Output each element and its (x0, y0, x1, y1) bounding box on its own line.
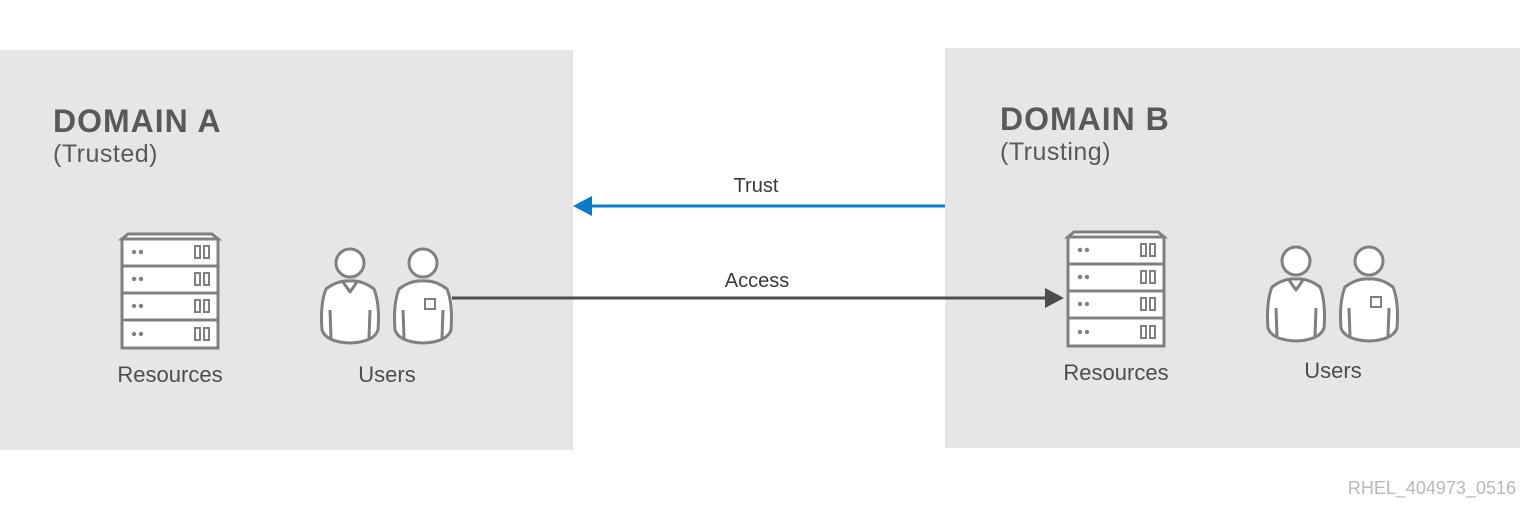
access-arrow (452, 288, 1064, 308)
domain-a-title: DOMAIN A (53, 103, 222, 139)
trust-arrow (573, 196, 945, 216)
domain-b-subtitle: (Trusting) (1000, 138, 1112, 166)
domain-b-users-label: Users (1304, 358, 1362, 383)
domain-b-resources-label: Resources (1063, 360, 1169, 385)
users-icon (1266, 245, 1399, 343)
domain-a-users-label: Users (358, 362, 416, 387)
domain-b-title: DOMAIN B (1000, 101, 1170, 137)
domain-a-panel: DOMAIN A (Trusted) Resources (0, 50, 573, 450)
access-label: Access (724, 270, 790, 292)
server-rack-icon (118, 232, 222, 350)
figure-id-watermark: RHEL_404973_0516 (1347, 478, 1516, 498)
domain-a-resources-label: Resources (117, 362, 223, 387)
server-rack-icon (1064, 230, 1168, 348)
domain-b-panel: DOMAIN B (Trusting) Resources (945, 48, 1520, 448)
domain-a-subtitle: (Trusted) (53, 140, 158, 168)
users-icon (320, 247, 453, 345)
trust-label: Trust (733, 175, 779, 197)
